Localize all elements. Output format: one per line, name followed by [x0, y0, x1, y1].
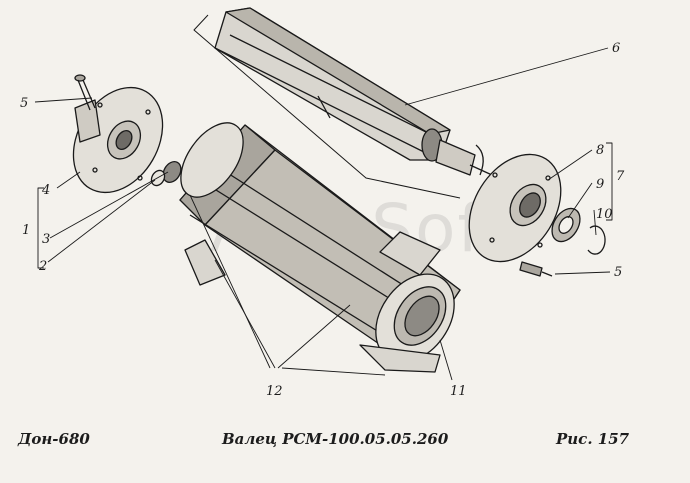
footer-title: Валец РСМ-100.05.05.260: [222, 430, 449, 448]
drum-body-part-11: [179, 122, 461, 373]
callout-9: 9: [596, 177, 604, 192]
right-bolt-part-5: [519, 261, 553, 277]
callout-2: 2: [38, 259, 47, 274]
callout-12: 12: [266, 384, 283, 399]
shaft-part-6: [193, 7, 493, 199]
callout-6: 6: [612, 41, 620, 56]
callout-11: 11: [450, 384, 467, 399]
footer-figure-number: Рис. 157: [556, 430, 630, 448]
bearing-part-3: [162, 161, 182, 183]
callout-5-right: 5: [614, 265, 622, 280]
leader-lines: [34, 47, 613, 381]
callout-10: 10: [596, 207, 613, 222]
right-bearing-part-9: [551, 207, 581, 243]
retaining-ring-part-10: [587, 225, 606, 255]
callout-4: 4: [41, 183, 50, 198]
left-flange-part-4: [72, 86, 164, 194]
callout-8: 8: [596, 143, 604, 158]
left-bolt-part-5: [74, 74, 96, 111]
callout-1: 1: [22, 223, 30, 238]
callout-3: 3: [42, 232, 50, 247]
right-flange-part-8: [468, 153, 562, 263]
footer-model-label: Дон-680: [18, 430, 90, 448]
callout-7: 7: [616, 169, 625, 184]
callout-5-left: 5: [20, 96, 28, 111]
